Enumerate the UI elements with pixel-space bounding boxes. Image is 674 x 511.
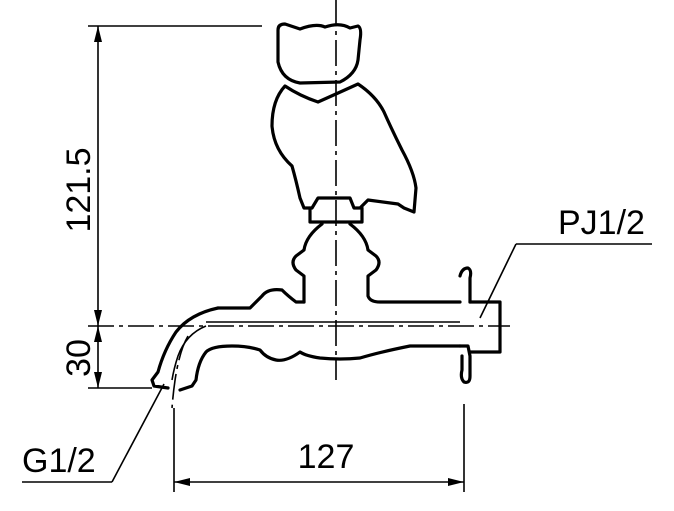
callout-outlet-label: G1/2 [22,442,96,480]
dimension-height-upper-label: 121.5 [60,147,98,232]
spout-knuckle [216,288,306,310]
dimension-height-upper [88,25,262,326]
inlet-nipple [468,300,502,354]
callout-outlet-leader [22,383,165,483]
spout-lower [178,344,462,392]
spout-bore [171,321,460,381]
owl-body [270,82,418,214]
dimension-width [173,404,465,492]
faucet-body [150,222,502,392]
callout-inlet-label: PJ1/2 [558,204,645,242]
spout-upper [150,306,220,390]
spout-centerline [171,335,189,409]
owl-handle [270,22,418,224]
owl-head [276,22,363,85]
inlet-flange [458,266,473,384]
dimension-height-lower-label: 30 [60,339,98,377]
faucet-neck [291,222,462,304]
dimension-height-lower [88,326,152,389]
callout-inlet-leader [479,243,652,319]
dimension-width-label: 127 [298,438,355,476]
